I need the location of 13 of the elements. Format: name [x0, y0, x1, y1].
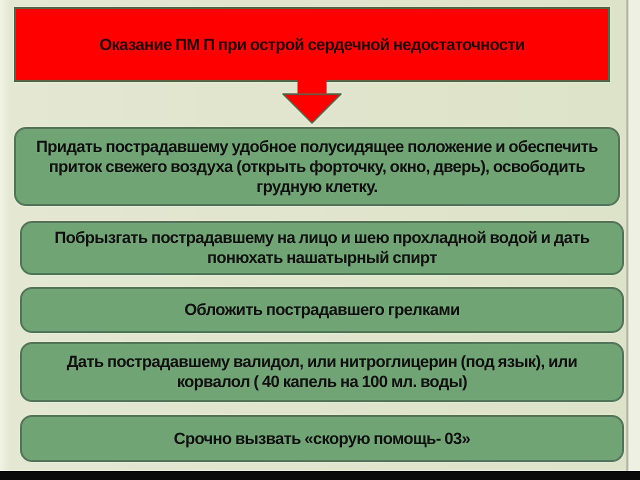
- heading-text: Оказание ПМ П при острой сердечной недостаточности: [99, 34, 525, 54]
- block-arrow: [282, 80, 342, 124]
- step-box: [20, 221, 624, 275]
- step-text: Срочно вызвать «скорую помощь- 03»: [174, 428, 470, 448]
- step-box: [20, 342, 624, 402]
- step-text: Дать пострадавшему валидол, или нитроглицерин (под язык), или корвалол ( 40 капель на 100 мл. воды): [66, 352, 578, 392]
- step-box: [14, 127, 620, 206]
- step-text: Обложить пострадавшего грелками: [184, 300, 460, 320]
- alert-banner: [14, 7, 610, 82]
- step-box: [20, 415, 624, 462]
- step-text: Придать пострадавшему удобное полусидящее положение и обеспечить приток свежего воздуха (открыть форточку, окно, дверь), освободить грудную клетку.: [35, 136, 599, 196]
- step-box: [20, 287, 624, 333]
- step-text: Побрызгать пострадавшему на лицо и шею прохладной водой и дать понюхать нашатырный спирт: [54, 228, 590, 268]
